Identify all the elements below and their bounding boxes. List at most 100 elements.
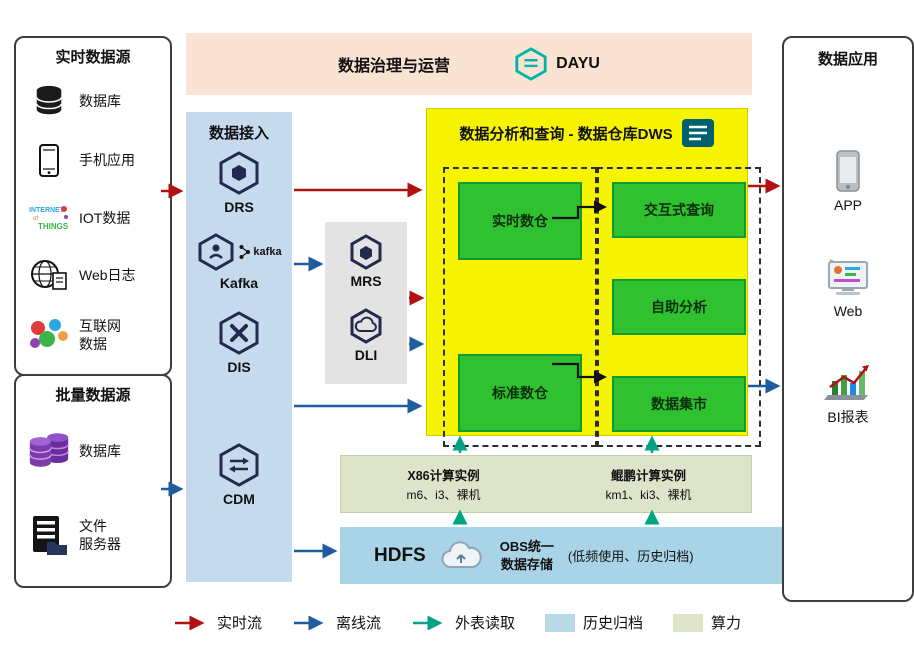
- analytics-group: 交互式查询 自助分析 数据集市: [597, 167, 761, 447]
- realtime-sources-panel: 实时数据源 数据库: [14, 36, 172, 376]
- x86-compute-cell: X86计算实例 m6、i3、裸机: [341, 456, 546, 512]
- x86-compute-title: X86计算实例: [407, 469, 480, 483]
- dis-icon: [219, 311, 259, 355]
- source-item-label: 手机应用: [79, 152, 135, 169]
- source-item-label: 文件 服务器: [79, 518, 121, 553]
- legend: 实时流 离线流 外表读取 历史归档 算力: [0, 612, 914, 633]
- app-item-label: APP: [833, 197, 862, 213]
- data-mart-box: 数据集市: [612, 376, 746, 432]
- realtime-sources-title: 实时数据源: [55, 49, 131, 66]
- source-item-internet-data: 互联网 数据: [20, 317, 166, 353]
- batch-sources-list: 数据库 文件 服务器: [20, 405, 166, 580]
- hdfs-label: HDFS: [374, 544, 426, 566]
- legend-item-external-read: 外表读取: [411, 612, 515, 633]
- app-phone-icon: [836, 150, 860, 192]
- database-purple-icon: [26, 431, 72, 471]
- source-item-mobile-app: 手机应用: [20, 143, 166, 178]
- dli-icon: [350, 308, 382, 344]
- drs-icon: [219, 151, 259, 195]
- kafka-icon: [198, 233, 234, 271]
- service-label: MRS: [350, 273, 382, 289]
- warehouse-standard: 标准数仓: [458, 354, 582, 432]
- dayu-logo: DAYU: [514, 47, 600, 81]
- dws-title: 数据分析和查询 - 数据仓库DWS: [459, 125, 673, 143]
- legend-label: 外表读取: [454, 615, 515, 632]
- mrs-icon: [350, 234, 382, 270]
- dws-header: 数据分析和查询 - 数据仓库DWS: [427, 109, 747, 148]
- realtime-sources-list: 数据库 手机应用 INTERNET of: [20, 67, 166, 368]
- source-item-label: 互联网 数据: [79, 317, 121, 352]
- service-dli: DLI: [325, 308, 407, 363]
- app-item-web: Web: [784, 256, 912, 319]
- service-cdm: CDM: [186, 442, 292, 507]
- kunpeng-compute-cell: 鲲鹏计算实例 km1、ki3、裸机: [546, 456, 751, 512]
- compute-power-swatch: [673, 613, 704, 632]
- legend-item-offline-flow: 离线流: [292, 612, 381, 633]
- obs-cloud-icon: [441, 540, 482, 568]
- warehouse-group: 实时数仓 标准数仓: [443, 167, 597, 447]
- service-mrs: MRS: [325, 234, 407, 289]
- offline-flow-arrow-icon: [293, 615, 324, 630]
- x86-compute-models: m6、i3、裸机: [406, 488, 481, 502]
- kunpeng-compute-models: km1、ki3、裸机: [605, 488, 692, 502]
- source-item-database: 数据库: [20, 84, 166, 118]
- obs-label: OBS统一 数据存储: [499, 538, 554, 572]
- service-label: DRS: [224, 199, 254, 215]
- legend-item-history-archive: 历史归档: [545, 612, 643, 633]
- data-applications-panel: 数据应用 APP Web: [782, 36, 914, 602]
- data-ingestion-panel: 数据接入 DRS: [186, 112, 292, 582]
- processing-panel: MRS DLI: [325, 222, 407, 384]
- app-item-label: Web: [833, 303, 863, 319]
- globe-icon: [26, 259, 72, 291]
- dayu-label: DAYU: [556, 55, 600, 72]
- bubbles-icon: [26, 318, 72, 352]
- service-label: DLI: [354, 347, 378, 363]
- service-drs: DRS: [186, 150, 292, 215]
- source-item-label: IOT数据: [79, 210, 131, 227]
- storage-panel: HDFS OBS统一 数据存储 (低频使用、历史归档): [340, 527, 784, 584]
- svg-text:of: of: [33, 216, 38, 222]
- source-item-web-log: Web日志: [20, 259, 166, 291]
- service-dis: DIS: [186, 310, 292, 375]
- dws-document-icon: [681, 119, 714, 147]
- legend-item-compute-power: 算力: [673, 612, 741, 633]
- external-read-arrow-icon: [412, 615, 443, 630]
- svg-text:INTERNET: INTERNET: [29, 207, 65, 214]
- interactive-query-box: 交互式查询: [612, 182, 746, 238]
- dws-panel: 数据分析和查询 - 数据仓库DWS 实时数仓 标准数仓 交互式查询 自助分析 数…: [426, 108, 761, 447]
- batch-sources-panel: 批量数据源 数据库: [14, 374, 172, 588]
- service-kafka: kafka Kafka: [186, 232, 292, 291]
- app-item-app: APP: [784, 150, 912, 213]
- data-ingestion-title: 数据接入: [208, 125, 269, 142]
- service-label: CDM: [223, 491, 255, 507]
- app-item-bi-report: BI报表: [784, 360, 912, 427]
- legend-item-realtime-flow: 实时流: [173, 612, 262, 633]
- source-item-label: 数据库: [79, 442, 121, 459]
- obs-note: (低频使用、历史归档): [567, 549, 694, 564]
- source-item-iot: INTERNET of THINGS IOT数据: [20, 203, 166, 233]
- iot-icon: INTERNET of THINGS: [26, 203, 72, 233]
- batch-sources-title: 批量数据源: [55, 387, 131, 404]
- kunpeng-compute-title: 鲲鹏计算实例: [610, 469, 686, 483]
- app-item-label: BI报表: [827, 409, 869, 425]
- kafka-wordmark: kafka: [238, 244, 282, 260]
- svg-text:THINGS: THINGS: [38, 222, 69, 231]
- realtime-flow-arrow-icon: [174, 615, 205, 630]
- self-service-analysis-box: 自助分析: [612, 279, 746, 335]
- bi-chart-icon: [824, 365, 869, 400]
- legend-label: 离线流: [335, 615, 381, 632]
- dayu-icon: [515, 47, 547, 81]
- data-applications-title: 数据应用: [817, 51, 878, 68]
- source-item-label: Web日志: [79, 266, 136, 283]
- history-archive-swatch: [545, 613, 575, 632]
- warehouse-realtime: 实时数仓: [458, 182, 582, 260]
- legend-label: 实时流: [216, 615, 262, 632]
- kafka-logo-icon: [239, 245, 251, 259]
- source-item-database-batch: 数据库: [20, 431, 166, 471]
- cdm-icon: [219, 443, 259, 487]
- legend-label: 历史归档: [583, 615, 644, 632]
- source-item-label: 数据库: [79, 92, 121, 109]
- source-item-file-server: 文件 服务器: [20, 514, 166, 556]
- service-label: DIS: [227, 359, 251, 375]
